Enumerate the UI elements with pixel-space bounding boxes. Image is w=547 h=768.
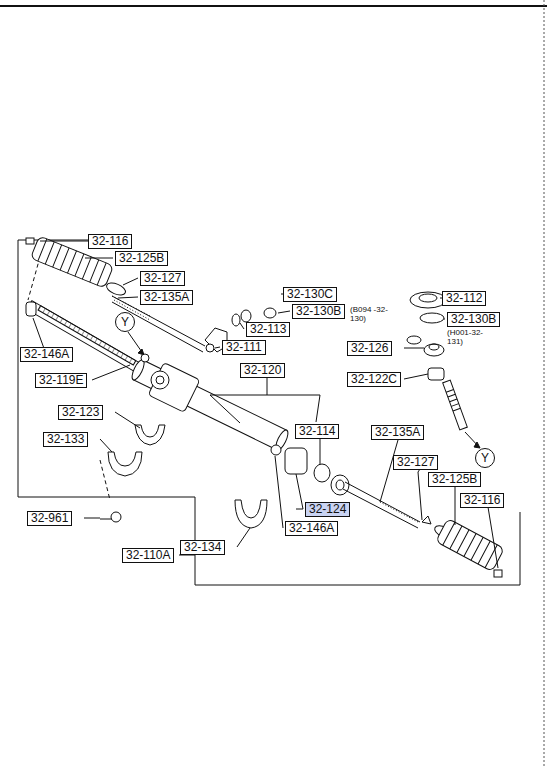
callout-box: 32-961 — [27, 511, 72, 526]
callout-box: 32-135A — [371, 425, 424, 440]
callout-box: 32-116 — [460, 493, 504, 508]
callout-box: 32-146A — [20, 347, 73, 362]
callout-box: 32-130C — [283, 287, 337, 302]
callout-box: 32-127 — [140, 271, 185, 286]
callout-number: 32-130C — [287, 288, 333, 301]
callout-number: Y — [476, 449, 494, 467]
callout-box: 32-124 — [305, 502, 350, 517]
reference-circle: Y — [115, 312, 135, 332]
callout-number: 32-114 — [299, 425, 335, 438]
note-label: (H001-32-131) — [447, 328, 495, 346]
callout-box: 32-134 — [180, 540, 225, 555]
callout-box: 32-130B — [292, 304, 345, 319]
callout-number: 32-135A — [375, 426, 420, 439]
callout-box: 32-110A — [122, 548, 174, 563]
callout-box: 32-119E — [35, 373, 87, 388]
callout-box: 32-146A — [285, 521, 338, 536]
callout-number: 32-130B — [451, 313, 496, 326]
callout-number: 32-130B — [296, 305, 341, 318]
callout-number: 32-120 — [244, 364, 281, 377]
callout-box: 32-122C — [347, 372, 401, 387]
callout-number: 32-146A — [24, 348, 69, 361]
callout-box: 32-125B — [428, 472, 481, 487]
callout-box: 32-133 — [43, 432, 88, 447]
callout-number: 32-133 — [47, 433, 84, 446]
callout-number: 32-112 — [446, 292, 482, 305]
reference-circle: Y — [475, 448, 495, 468]
callout-box: 32-126 — [347, 341, 392, 356]
callout-number: 32-122C — [351, 373, 397, 386]
callout-number: 32-126 — [351, 342, 388, 355]
callout-box: 32-135A — [140, 290, 193, 305]
callout-box: 32-113 — [246, 322, 290, 337]
callout-number: 32-111 — [226, 341, 262, 354]
callout-number: 32-135A — [144, 291, 189, 304]
callout-number: 32-123 — [62, 406, 99, 419]
callout-box: 32-123 — [58, 405, 103, 420]
callout-box: 32-112 — [442, 291, 486, 306]
callout-number: 32-127 — [144, 272, 181, 285]
callout-box: 32-127 — [393, 455, 438, 470]
callout-number: 32-146A — [289, 522, 334, 535]
callout-number: 32-134 — [184, 541, 221, 554]
callout-number: 32-961 — [31, 512, 68, 525]
callout-box: 32-120 — [240, 363, 285, 378]
callout-box: 32-114 — [295, 424, 339, 439]
callout-number: 32-116 — [464, 494, 500, 507]
callout-box: 32-111 — [222, 340, 266, 355]
callout-number: Y — [116, 313, 134, 331]
note-label: (B094 -32-130) — [350, 305, 398, 323]
callout-number: 32-125B — [432, 473, 477, 486]
callout-box: 32-130B — [447, 312, 500, 327]
callout-box: 32-116 — [88, 234, 132, 249]
callout-number: 32-113 — [250, 323, 286, 336]
callout-number: 32-110A — [126, 549, 170, 562]
callout-number: 32-124 — [309, 503, 346, 516]
callout-number: 32-119E — [39, 374, 83, 387]
callout-number: 32-127 — [397, 456, 434, 469]
callout-box: 32-125B — [115, 251, 168, 266]
callout-number: 32-116 — [92, 235, 128, 248]
callout-number: 32-125B — [119, 252, 164, 265]
